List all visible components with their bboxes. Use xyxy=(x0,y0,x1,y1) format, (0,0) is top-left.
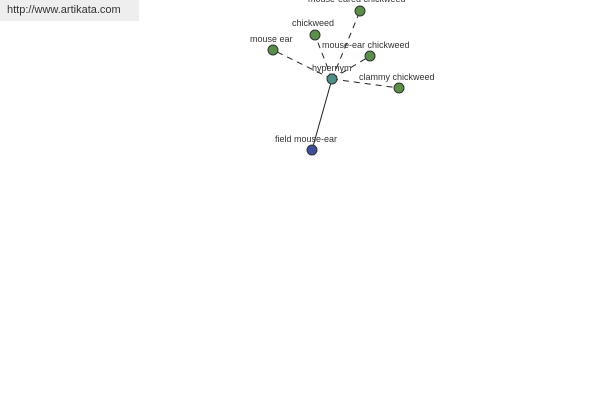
edge-mouse-eared-chickweed xyxy=(331,10,361,80)
node-label-chickweed[interactable]: chickweed xyxy=(292,18,334,28)
node-label-mouse-ear-chickweed[interactable]: mouse-ear chickweed xyxy=(322,40,410,50)
node-label-field-mouse-ear[interactable]: field mouse-ear xyxy=(275,134,337,144)
node-chickweed[interactable] xyxy=(309,29,321,41)
node-mouse-ear-chickweed[interactable] xyxy=(364,50,376,62)
edge-mouse-ear-chickweed xyxy=(331,55,371,80)
node-label-mouse-eared-chickweed[interactable]: mouse-eared chickweed xyxy=(308,0,406,4)
graph-edges xyxy=(272,10,400,151)
graph-nodes: mouse-eared chickweed chickweed mouse ear m… xyxy=(250,0,435,156)
node-label-hypernym[interactable]: hypernym xyxy=(312,63,352,73)
node-mouse-ear[interactable] xyxy=(267,44,279,56)
edge-chickweed xyxy=(314,34,333,80)
edge-clammy-chickweed xyxy=(331,78,400,89)
node-label-mouse-ear[interactable]: mouse ear xyxy=(250,34,293,44)
edge-field-mouse-ear xyxy=(311,78,333,151)
node-field-mouse-ear[interactable] xyxy=(306,144,318,156)
node-clammy-chickweed[interactable] xyxy=(393,82,405,94)
node-hypernym[interactable] xyxy=(326,73,338,85)
node-mouse-eared-chickweed[interactable] xyxy=(354,5,366,17)
source-url-banner[interactable]: http://www.artikata.com xyxy=(0,0,139,21)
node-label-clammy-chickweed[interactable]: clammy chickweed xyxy=(359,72,435,82)
